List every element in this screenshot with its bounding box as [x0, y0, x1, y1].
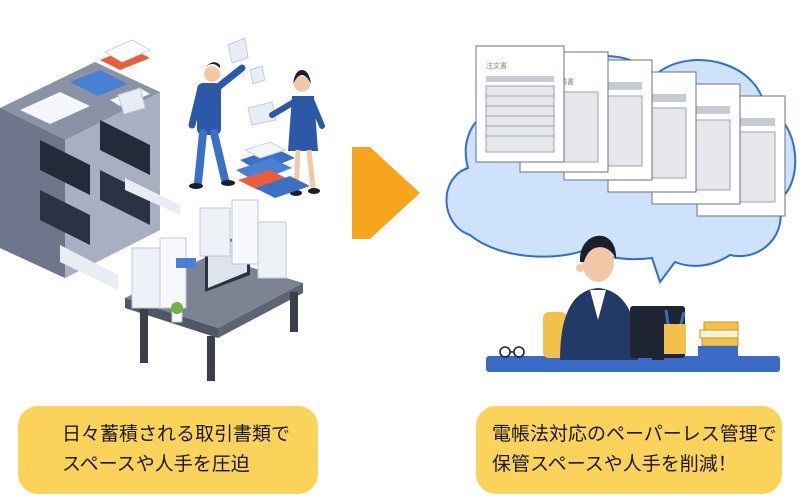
cluttered-office-illustration [0, 37, 325, 381]
flying-papers [117, 37, 277, 126]
businessman-figure [188, 62, 246, 189]
transition-arrow-body [352, 147, 420, 239]
businesswoman-figure [269, 70, 325, 196]
document-stack: 請書 注文書 [475, 45, 786, 217]
paper-covered-desk [125, 199, 303, 381]
problem-caption-line-2: スペースや人手を圧迫 [62, 453, 250, 475]
document-sheet-order-form: 注文書 [475, 45, 565, 163]
desk-surface [486, 356, 780, 372]
problem-caption-box: 日々蓄積される取引書類で スペースや人手を圧迫 [18, 406, 318, 494]
problem-caption-line-1: 日々蓄積される取引書類で [62, 423, 291, 445]
binder-stack [236, 141, 310, 198]
solution-caption-line-1: 電帳法対応のペーパーレス管理で [492, 423, 777, 445]
document-title-order: 注文書 [486, 61, 507, 70]
document-title-confirmation: 請書 [560, 77, 574, 86]
cloud-storage-illustration: 請書 注文書 [445, 45, 797, 285]
solution-caption-box: 電帳法対応のペーパーレス管理で 保管スペースや人手を削減！ [476, 406, 782, 494]
solution-caption-line-2: 保管スペースや人手を削減！ [492, 453, 737, 475]
office-worker-illustration [486, 235, 780, 372]
glasses-icon [499, 346, 525, 358]
file-cabinets [0, 39, 180, 290]
